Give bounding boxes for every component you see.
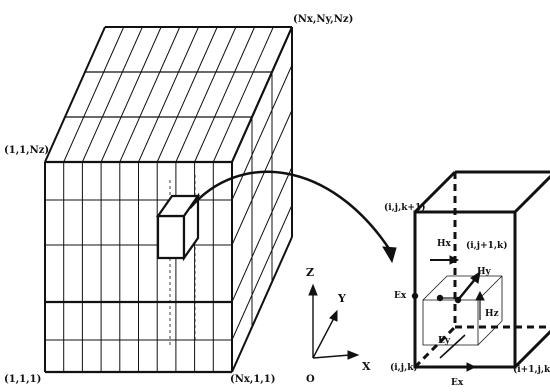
top-receding-line (138, 26, 199, 163)
unit-cell-edge (413, 170, 457, 214)
right-receding-line (231, 64, 293, 201)
right-receding-line (231, 236, 293, 373)
hy-arrow (457, 277, 477, 301)
top-receding-line (100, 26, 162, 163)
label-i-j-k1: (i,j,k+1) (384, 202, 426, 213)
field-node (436, 294, 444, 302)
axis-origin-label: O (306, 374, 315, 385)
label-1-1-nz: (1,1,Nz) (4, 145, 49, 156)
ey-arrow (439, 334, 466, 359)
top-receding-line (44, 26, 106, 163)
label-i-j1-k: (i,j+1,k) (466, 240, 508, 251)
grid-cube (44, 26, 293, 374)
inner-cell-edge (422, 275, 448, 301)
field-node (411, 292, 419, 300)
axis-z-arrowhead (308, 283, 318, 296)
top-receding-line (156, 26, 218, 163)
connector-curve (189, 170, 392, 251)
inner-cell-edge (477, 320, 503, 346)
unit-cell-hidden-edge (413, 325, 457, 369)
unit-cell-edge (513, 329, 550, 369)
coordinate-axes (308, 283, 360, 360)
axis-z-label: Z (306, 266, 314, 279)
magnify-arrow (189, 170, 397, 264)
top-receding-line (194, 26, 256, 163)
highlighted-grid-cell (155, 192, 201, 262)
top-receding-line (119, 26, 181, 163)
label-1-1-1: (1,1,1) (4, 374, 41, 385)
axis-y-line (312, 317, 335, 359)
axis-x-arrowhead (347, 350, 360, 360)
right-receding-line (231, 109, 293, 246)
label-nx-1-1: (Nx,1,1) (230, 374, 275, 385)
highlight-cell-front (156, 214, 186, 260)
connector-arrowhead (382, 246, 397, 264)
right-receding-line (231, 166, 293, 303)
top-receding-line (81, 26, 143, 163)
hx-arrowhead (449, 255, 460, 265)
axis-y-label: Y (337, 292, 346, 305)
label-ex-bottom: Ex (451, 378, 464, 387)
inner-cell-front (422, 299, 479, 346)
axis-x-label: X (362, 360, 371, 373)
label-ex-left: Ex (394, 291, 407, 301)
axis-x-line (312, 354, 351, 359)
unit-cell-edge (513, 174, 550, 214)
yee-unit-cell (411, 170, 550, 372)
top-receding-line (175, 26, 237, 163)
hy-arrowhead (470, 270, 481, 284)
label-hx: Hx (437, 239, 452, 249)
label-hz: Hz (485, 309, 499, 319)
label-hy: Hy (477, 267, 492, 277)
ex-bottom-arrowhead (466, 362, 477, 372)
label-nx-ny-nz: (Nx,Ny,Nz) (293, 14, 353, 25)
right-receding-line (231, 204, 293, 341)
axis-y-arrowhead (329, 309, 338, 322)
label-ey: Ey (438, 336, 451, 346)
label-i-j-k: (i,j,k) (390, 362, 418, 373)
top-receding-line (212, 26, 274, 163)
field-node (454, 296, 462, 304)
right-receding-line (231, 26, 293, 163)
label-i1-j-k: (i+1,j,k) (513, 364, 550, 375)
top-receding-line (63, 26, 125, 163)
hz-arrowhead (475, 290, 485, 301)
